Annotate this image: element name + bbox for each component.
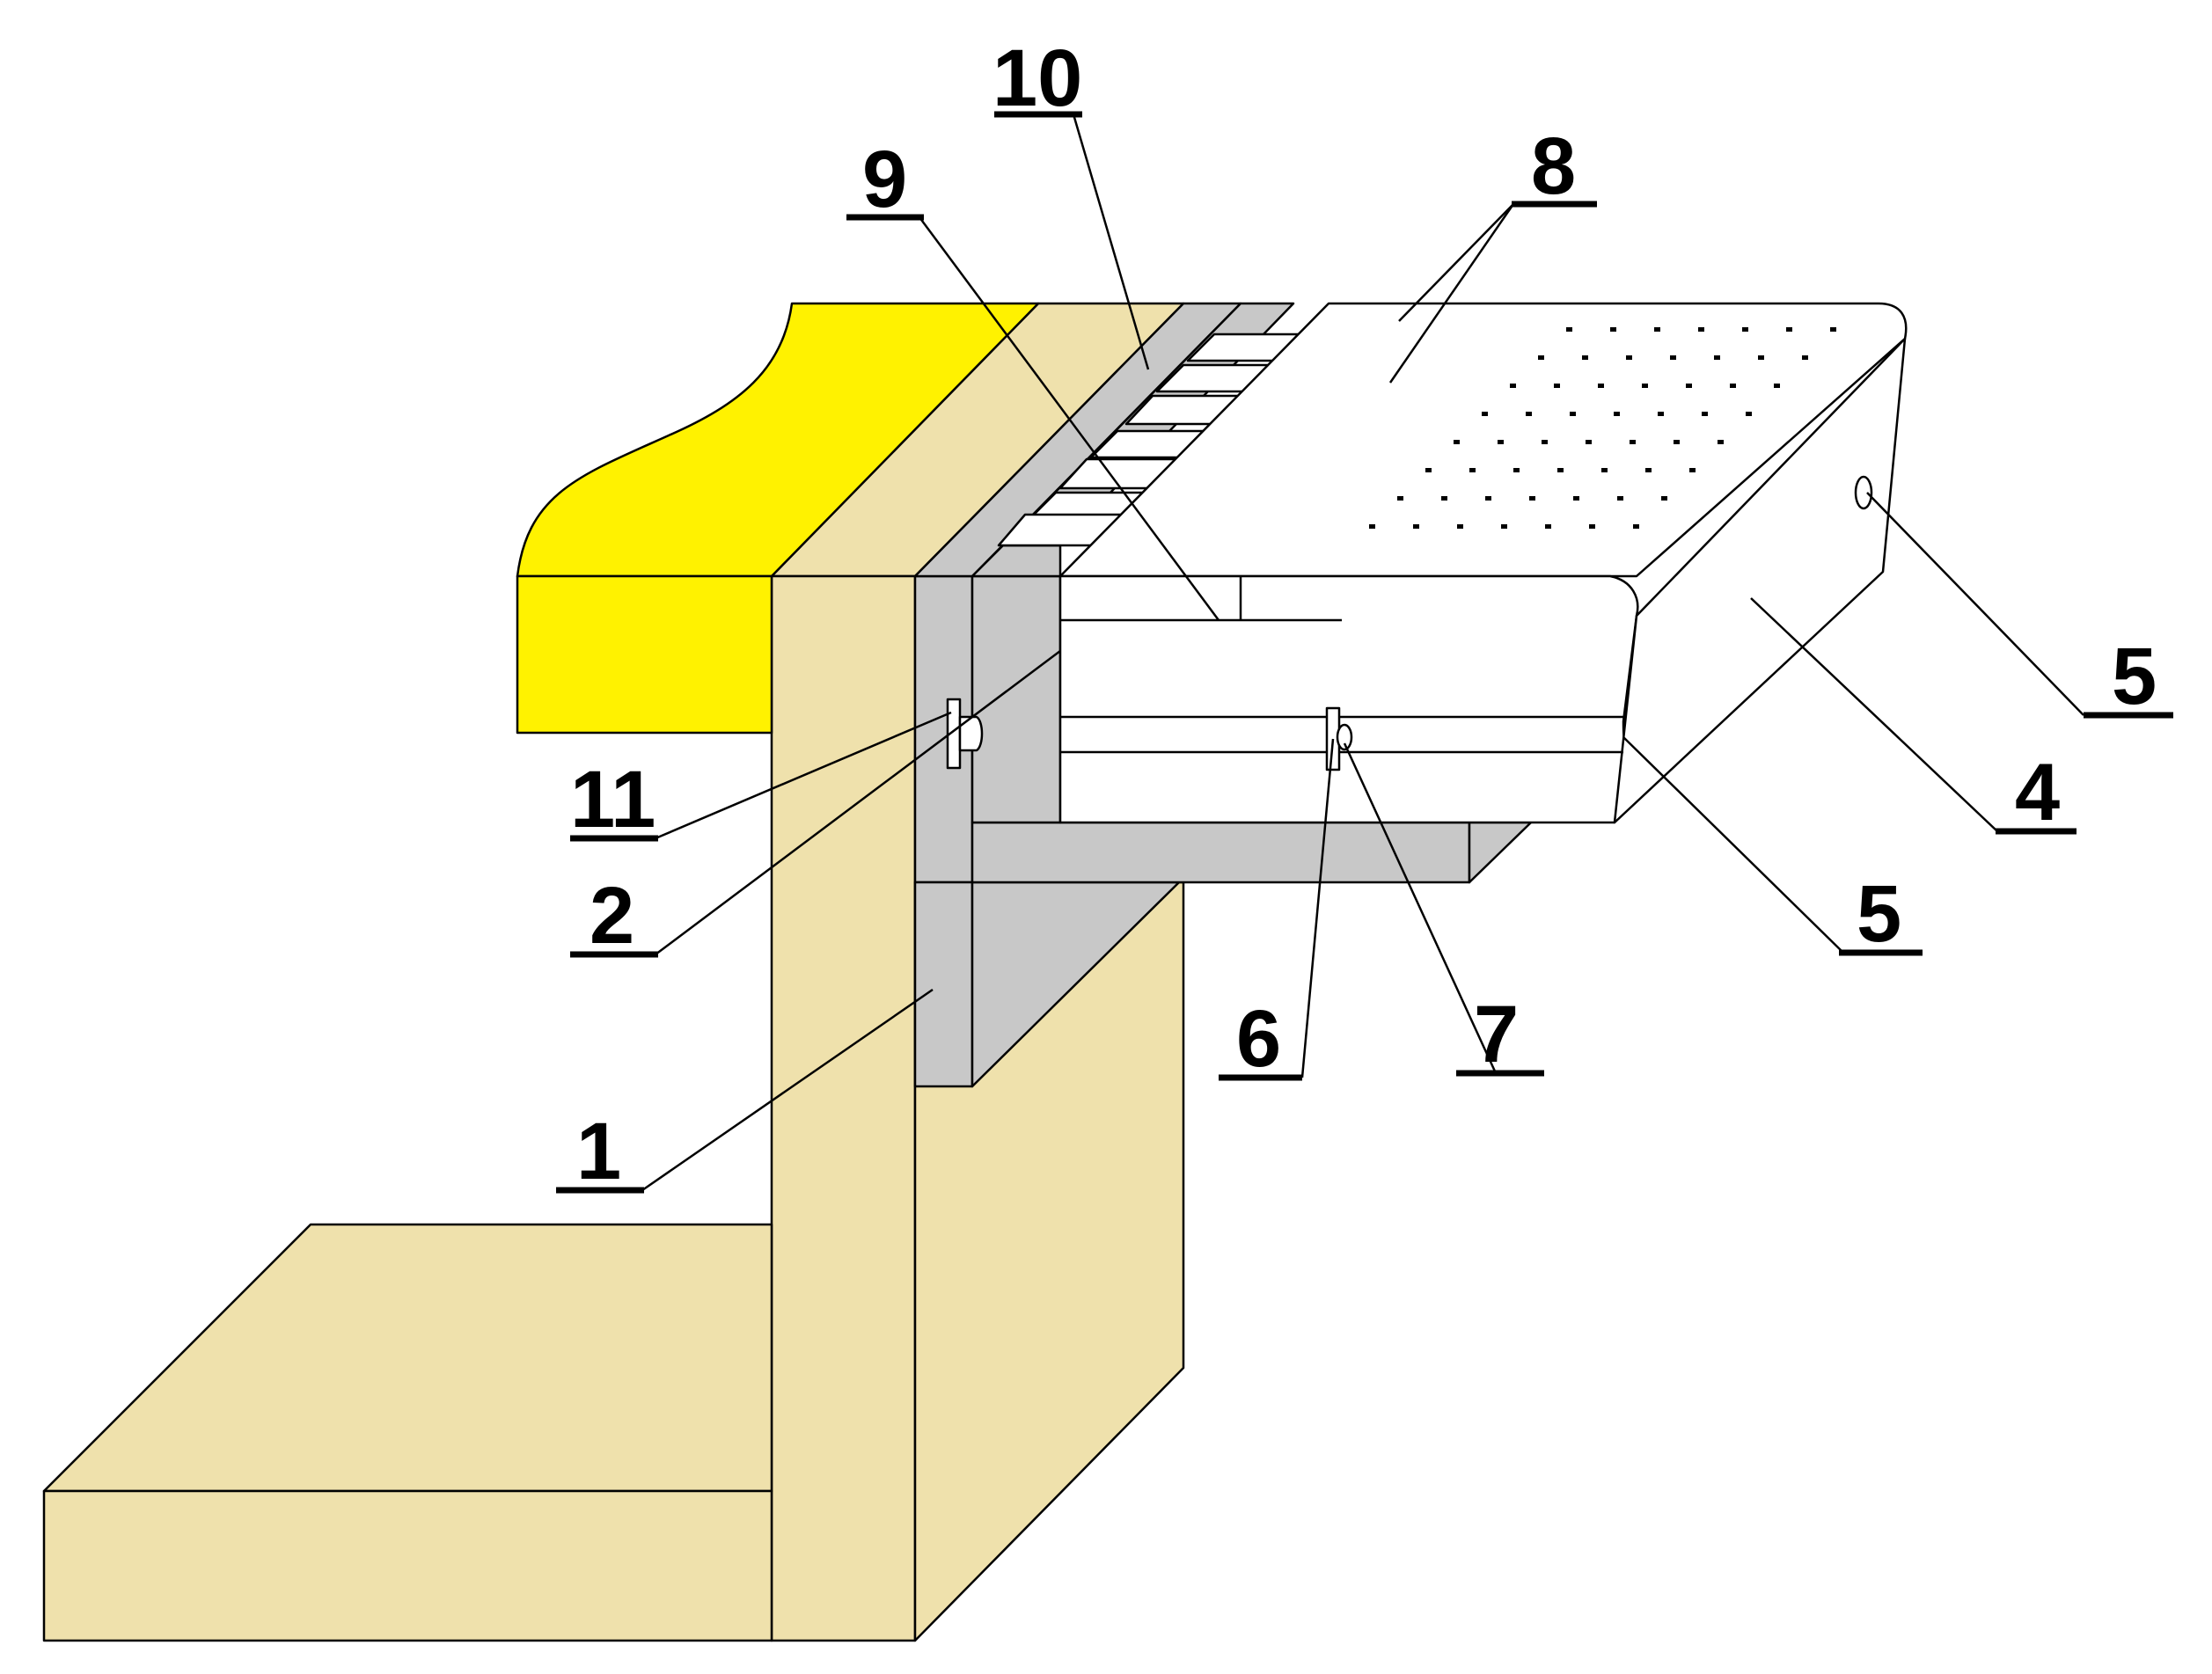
perforation-dot [1598,384,1604,388]
perforation-dot [1617,496,1623,501]
perforation-dot [1654,327,1660,332]
leader-8a [1398,203,1514,322]
leader-7 [1343,742,1498,1074]
leader-2 [655,650,1061,955]
perforation-dot [1718,440,1724,444]
perforation-dot [1501,524,1507,529]
perforation-dot [1674,440,1680,444]
perforation-dot [1601,468,1608,472]
perforation-dot [1425,468,1432,472]
perforation-dot [1498,440,1504,444]
leader-1 [641,988,934,1192]
label-2: 2 [590,871,634,961]
perforation-dot [1658,412,1664,416]
perforation-dot [1397,496,1403,501]
perforation-dot [1469,468,1476,472]
yellow-cover [516,302,1040,735]
perforation-dot [1774,384,1780,388]
leader-5-upper [1866,492,2084,716]
perforation-dot [1369,524,1375,529]
label-6: 6 [1236,994,1281,1084]
perforation-dot [1661,496,1667,501]
profile-arm-end [1468,821,1533,884]
perforation-dot [1441,496,1447,501]
label-5-upper: 5 [2112,632,2157,721]
perforation-dot [1586,440,1592,444]
label-9: 9 [862,135,907,224]
perforation-dot [1698,327,1704,332]
perforation-dot [1570,412,1576,416]
perforation-dot [1545,524,1551,529]
perforation-dot [1538,355,1544,360]
perforation-dots [1369,327,1836,529]
perforation-dot [1510,384,1516,388]
perforation-dot [1802,355,1808,360]
base-front-face [42,1489,773,1642]
perforation-dot [1485,496,1491,501]
gray-profile [913,302,1533,1088]
perforation-dot [1670,355,1676,360]
profile-inner-wall [970,574,1062,824]
perforation-dot [1714,355,1720,360]
perforation-dot [1554,384,1560,388]
label-11: 11 [570,755,656,844]
label-4: 4 [2015,748,2060,837]
leader-4 [1750,597,1998,832]
perforation-dot [1526,412,1532,416]
leader-10 [1072,113,1150,370]
profile-lower-flange [913,881,974,1088]
label-1: 1 [576,1107,621,1196]
perforation-dot [1645,468,1652,472]
perforation-dot [1614,412,1620,416]
perforation-dot [1542,440,1548,444]
perforation-dot [1746,412,1752,416]
perforation-dot [1626,355,1632,360]
perforation-dot [1633,524,1639,529]
perforation-dot [1730,384,1736,388]
white-slab [1058,302,1908,824]
perforation-dot [1686,384,1692,388]
label-8: 8 [1531,121,1576,211]
perforation-dot [1529,496,1535,501]
perforation-dot [1702,412,1708,416]
perforation-dot [1482,412,1488,416]
label-5-lower: 5 [1857,869,1901,959]
perforation-dot [1786,327,1792,332]
perforation-dot [1573,496,1579,501]
leader-5-lower [1622,736,1844,954]
perforation-dot [1457,524,1463,529]
perforation-dot [1642,384,1648,388]
anchor-bolt-2 [958,715,984,752]
label-10: 10 [992,33,1082,123]
slab-side-face [1613,337,1907,824]
perforation-dot [1454,440,1460,444]
perforation-dot [1610,327,1616,332]
perforation-dot [1758,355,1764,360]
perforation-dot [1582,355,1588,360]
slab-front-face [1058,574,1639,824]
perforation-dot [1413,524,1419,529]
leader-lines [641,113,2084,1192]
perforation-dot [1742,327,1748,332]
yellow-cover-front [516,574,773,735]
perforation-dot [1513,468,1520,472]
leader-11 [655,711,952,840]
perforation-dot [1630,440,1636,444]
perforation-dot [1830,327,1836,332]
yellow-cover-top [516,302,1040,578]
leader-9 [918,216,1220,621]
leader-6 [1300,738,1335,1078]
label-7: 7 [1474,990,1519,1079]
fastener-bolt-7 [1336,723,1353,751]
callouts: 10 9 8 5 4 5 7 6 11 2 1 [556,33,2173,1196]
perforation-dot [1566,327,1572,332]
perforation-dot [1589,524,1595,529]
slab-side-hole [1854,475,1873,510]
perforation-dot [1557,468,1564,472]
base-top-face [42,1223,773,1493]
leader-8b [1388,203,1515,384]
perforation-dot [1689,468,1696,472]
